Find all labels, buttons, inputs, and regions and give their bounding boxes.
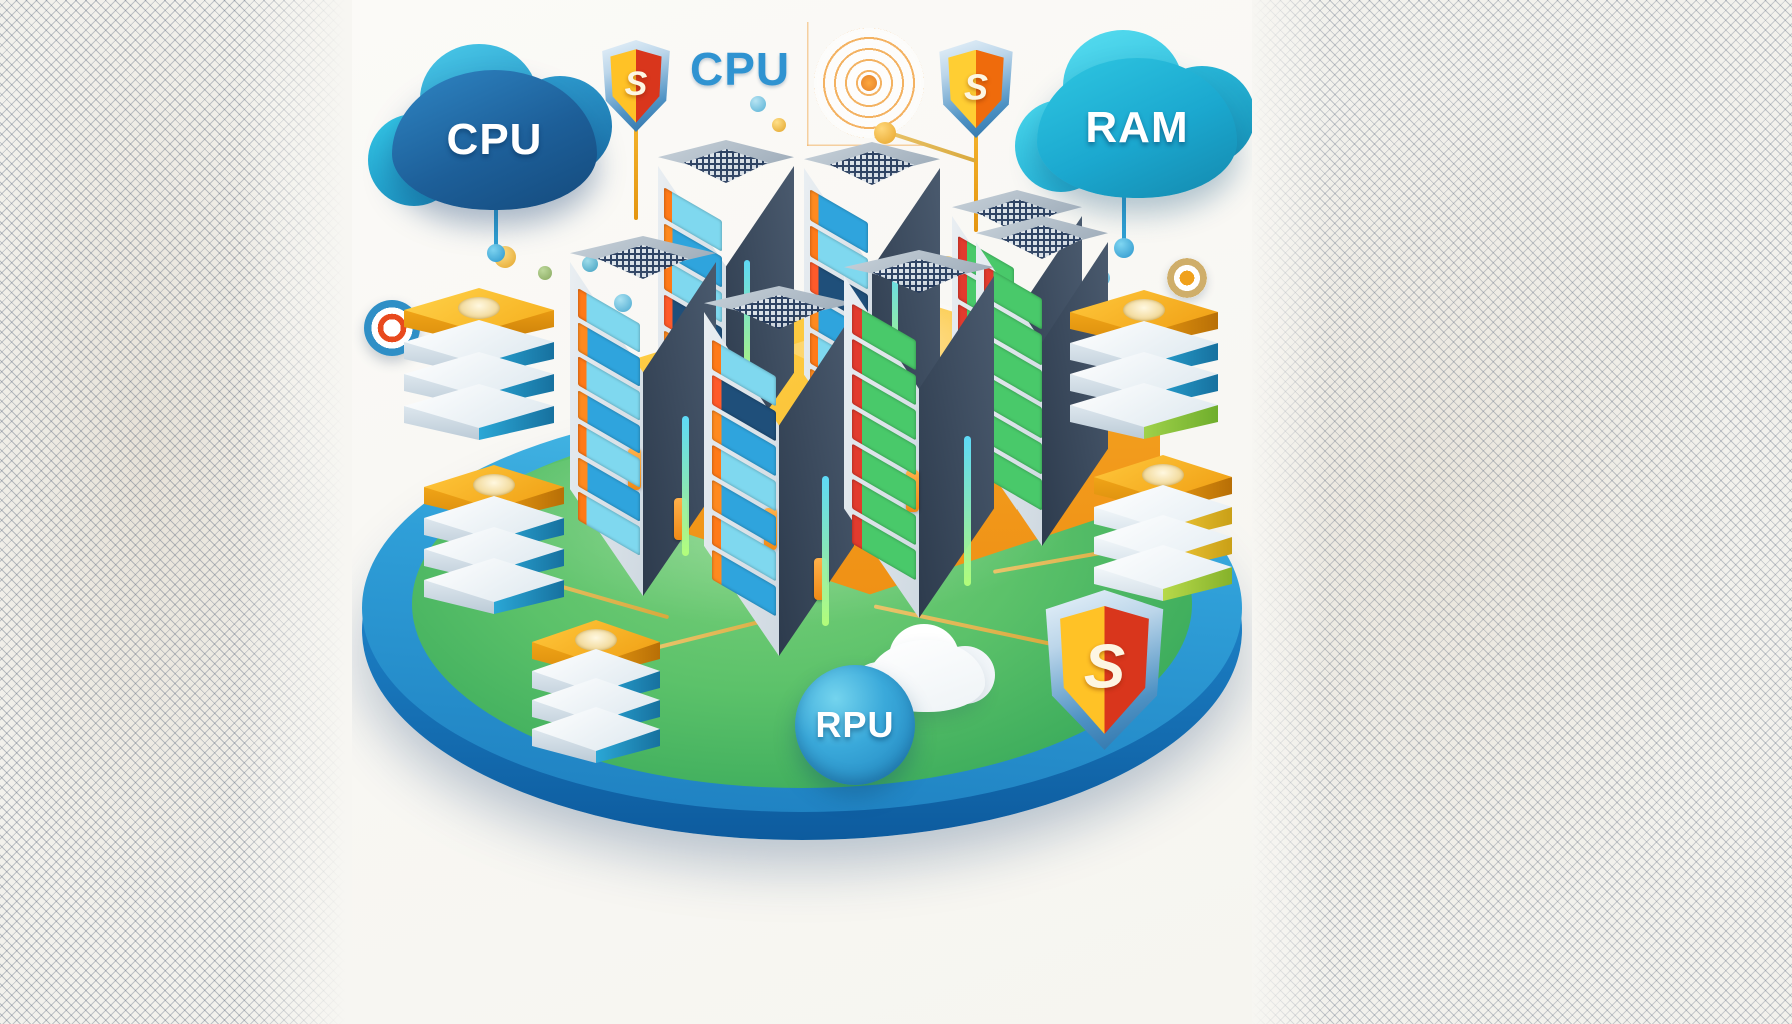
database-stack[interactable] (424, 465, 564, 614)
bullseye-icon (1167, 258, 1207, 298)
database-stack[interactable] (1094, 455, 1232, 601)
rack-led-strip (964, 436, 971, 586)
rack-face-dark (919, 276, 994, 618)
server-rack[interactable] (570, 236, 716, 596)
cloud-ram-label: RAM (1085, 103, 1189, 152)
db-disc-icon (473, 474, 515, 496)
cloud-body (1037, 58, 1237, 198)
rack-bay-column (578, 288, 640, 556)
shield-glyph: S (624, 64, 648, 103)
server-rack[interactable] (704, 286, 854, 656)
decorative-dot (772, 118, 786, 132)
background-texture-left (0, 0, 360, 1024)
rack-led-strip (682, 416, 689, 556)
shield-icon[interactable]: S (1042, 590, 1167, 750)
decorative-dot (750, 96, 766, 112)
db-disc-icon (575, 629, 617, 651)
illustration-panel: CPU RAM S S S (352, 0, 1252, 1024)
rack-led-strip (892, 262, 898, 372)
cloud-cpu-badge[interactable]: CPU (368, 44, 612, 210)
rack-face-dark (779, 312, 854, 656)
shield-glyph: S (963, 66, 988, 108)
db-disc-icon (1142, 464, 1184, 486)
rack-led-strip (822, 476, 829, 626)
rack-bay-column (712, 339, 776, 617)
connector-node (1114, 238, 1134, 258)
rack-bay-column (852, 303, 916, 581)
decorative-dot (614, 294, 632, 312)
shield-icon[interactable]: S (937, 40, 1015, 138)
radar-spokes-icon (807, 22, 931, 146)
connector-line (1122, 190, 1126, 246)
server-rack[interactable] (844, 250, 994, 618)
shield-icon[interactable]: S (600, 40, 672, 132)
db-disc-icon (1123, 299, 1165, 321)
cloud-cpu-label: CPU (446, 115, 543, 164)
background-texture-right (1244, 0, 1792, 1024)
cloud-body (392, 70, 597, 210)
rack-led-strip (744, 260, 750, 380)
rpu-badge-label: RPU (815, 704, 895, 745)
cloud-ram-badge[interactable]: RAM (1015, 30, 1252, 198)
connector-line (494, 200, 498, 252)
database-stack[interactable] (532, 620, 660, 763)
database-stack[interactable] (404, 288, 554, 440)
database-stack[interactable] (1070, 290, 1218, 439)
db-disc-icon (458, 297, 500, 319)
radar-target-icon (814, 28, 924, 138)
decorative-dot (538, 266, 552, 280)
connector-node (874, 122, 896, 144)
shield-glyph: S (1083, 632, 1126, 702)
decorative-dot (582, 256, 598, 272)
cpu-text-label: CPU (690, 43, 791, 95)
rpu-badge[interactable]: RPU (795, 665, 915, 785)
connector-line (634, 128, 638, 220)
connector-line (974, 134, 978, 232)
connector-node (487, 244, 505, 262)
